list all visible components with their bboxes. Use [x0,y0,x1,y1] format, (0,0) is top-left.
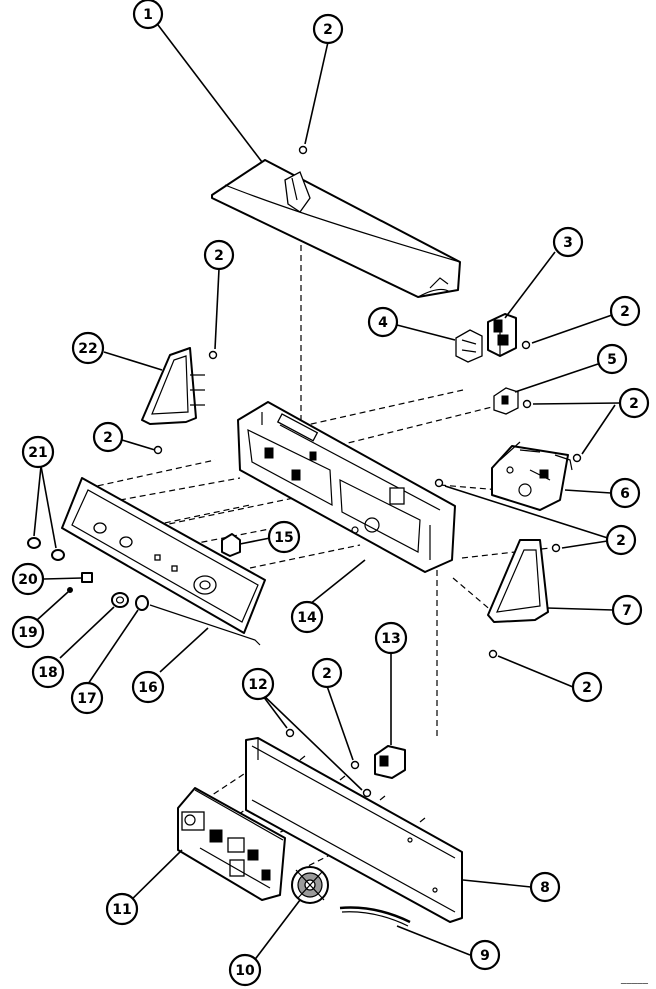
part-19-lens [67,587,73,593]
callout-9-label: 9 [480,948,490,964]
callout-16-label: 16 [138,680,157,696]
callout-5-label: 5 [607,352,617,368]
callout-8-label: 8 [540,880,550,896]
callout-16: 16 [131,670,165,704]
part-4-bracket [455,329,483,363]
callout-15-label: 15 [274,530,293,546]
callout-2-upper-left-label: 2 [214,248,224,264]
callout-2-right-mid-label: 2 [629,396,639,412]
callout-20: 20 [11,562,45,596]
callout-21-label: 21 [28,445,47,461]
callout-1: 1 [132,0,164,30]
part-15-switch [221,533,241,557]
callout-13: 13 [374,621,408,655]
drawing-code: ————— [621,979,649,989]
screws [153,145,582,798]
callout-2-bottom-label: 2 [322,666,332,682]
callout-4-label: 4 [378,315,388,331]
callout-17-label: 17 [77,691,96,707]
callout-7: 7 [611,594,643,626]
part-5-clip [493,387,519,415]
callout-21: 21 [21,435,55,469]
part-22-left-end-cap [141,347,205,425]
part-21-buttons [27,537,65,561]
part-3-switch [487,313,517,357]
part-9-wire [339,906,411,927]
callout-20-label: 20 [18,572,38,588]
part-10-selector [291,866,329,904]
callout-2-bottom: 2 [311,657,343,689]
part-20-indicator [81,572,93,583]
part-13-relay [374,745,406,779]
callout-17: 17 [70,681,104,715]
callout-19: 19 [11,615,45,649]
callout-2-right-upper: 2 [609,295,641,327]
callout-2-right-bottom: 2 [571,671,603,703]
callout-2-right-mid: 2 [618,387,650,419]
callout-2-right-upper-label: 2 [620,304,630,320]
part-1-console-cap [211,159,461,298]
callout-14: 14 [290,600,324,634]
callout-1-label: 1 [143,7,153,23]
callout-22-label: 22 [78,341,97,357]
callout-10-label: 10 [235,963,255,979]
part-7-right-end-cap [487,539,549,623]
callout-2-top-label: 2 [323,22,333,38]
callout-3: 3 [552,226,584,258]
callout-3-label: 3 [563,235,573,251]
callout-5: 5 [596,343,628,375]
callout-11-label: 11 [112,902,131,918]
callout-8: 8 [529,871,561,903]
callout-11: 11 [105,892,139,926]
callout-2-right-lower: 2 [605,524,637,556]
callout-2-top: 2 [312,13,344,45]
callout-4: 4 [367,306,399,338]
callout-6: 6 [609,477,641,509]
callout-2-left: 2 [92,421,124,453]
callout-9: 9 [469,939,501,971]
part-6-timer [491,441,573,511]
callout-12: 12 [241,667,275,701]
part-11-control-board [177,787,286,901]
callout-14-label: 14 [297,610,317,626]
callout-6-label: 6 [620,486,630,502]
callout-2-right-lower-label: 2 [616,533,626,549]
part-18-knob [111,592,129,608]
callout-2-left-label: 2 [103,430,113,446]
callout-13-label: 13 [381,631,400,647]
part-17-disc [135,595,149,611]
callout-7-label: 7 [622,603,632,619]
callout-18-label: 18 [38,665,57,681]
part-14-control-panel [237,401,456,573]
callout-2-right-bottom-label: 2 [582,680,592,696]
callout-18: 18 [31,655,65,689]
part-8-back-plate [245,737,463,923]
callout-10: 10 [228,953,262,987]
part-16-front-panel [61,477,266,646]
callout-15: 15 [267,520,301,554]
callout-19-label: 19 [18,625,37,641]
callout-12-label: 12 [248,677,267,693]
callout-22: 22 [71,331,105,365]
callout-2-upper-left: 2 [203,239,235,271]
